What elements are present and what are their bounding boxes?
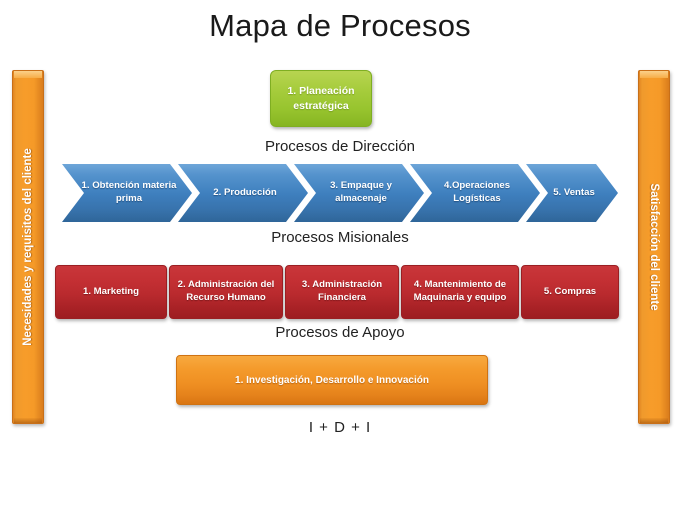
left-customer-requirements-bar: Necesidades y requisitos del cliente [12, 70, 44, 424]
section-caption-apoyo: Procesos de Apoyo [275, 324, 405, 341]
process-box-label: 1. Marketing [83, 285, 139, 297]
section-caption-direccion: Procesos de Dirección [264, 138, 416, 155]
process-box-strategic-planning: 1. Planeación estratégica [270, 70, 372, 127]
chevron-label: 1. Obtención materia prima [81, 180, 177, 204]
chevron-label: 5. Ventas [553, 186, 595, 198]
mission-process-chevron-row: 1. Obtención materia prima 2. Producción… [62, 164, 618, 222]
chevron-label: 2. Producción [213, 186, 277, 198]
chevron-label: 3. Empaque y almacenaje [330, 180, 392, 204]
process-box-mantenimiento-maquinaria: 4. Mantenimiento de Maquinaria y equipo [401, 265, 519, 319]
process-box-marketing: 1. Marketing [55, 265, 167, 319]
process-box-compras: 5. Compras [521, 265, 619, 319]
chevron-label: 4.Operaciones Logísticas [443, 180, 511, 204]
support-process-box-row: 1. Marketing 2. Administración del Recur… [55, 265, 619, 319]
process-box-administracion-financiera: 3. Administración Financiera [285, 265, 399, 319]
right-bar-label: Satisfacción del cliente [648, 183, 660, 311]
process-box-label: 2. Administración del Recurso Humano [177, 279, 275, 303]
process-box-investigacion-desarrollo-innovacion: 1. Investigación, Desarrollo e Innovació… [176, 355, 488, 405]
process-box-administracion-recurso-humano: 2. Administración del Recurso Humano [169, 265, 283, 319]
process-box-label: 4. Mantenimiento de Maquinaria y equipo [413, 279, 507, 303]
left-bar-label: Necesidades y requisitos del cliente [22, 148, 34, 346]
chevron-empaque-almacenaje: 3. Empaque y almacenaje [294, 164, 424, 222]
page-title: Mapa de Procesos [209, 8, 471, 43]
section-caption-idi: I + D + I [308, 419, 372, 436]
process-box-label: 3. Administración Financiera [301, 279, 383, 303]
chevron-obtencion-materia-prima: 1. Obtención materia prima [62, 164, 192, 222]
chevron-operaciones-logisticas: 4.Operaciones Logísticas [410, 164, 540, 222]
process-box-label: 5. Compras [543, 285, 597, 297]
process-box-label: 1. Planeación estratégica [287, 85, 355, 112]
right-customer-satisfaction-bar: Satisfacción del cliente [638, 70, 670, 424]
process-box-label: 1. Investigación, Desarrollo e Innovació… [235, 374, 429, 386]
section-caption-misionales: Procesos Misionales [271, 229, 409, 246]
chevron-produccion: 2. Producción [178, 164, 308, 222]
